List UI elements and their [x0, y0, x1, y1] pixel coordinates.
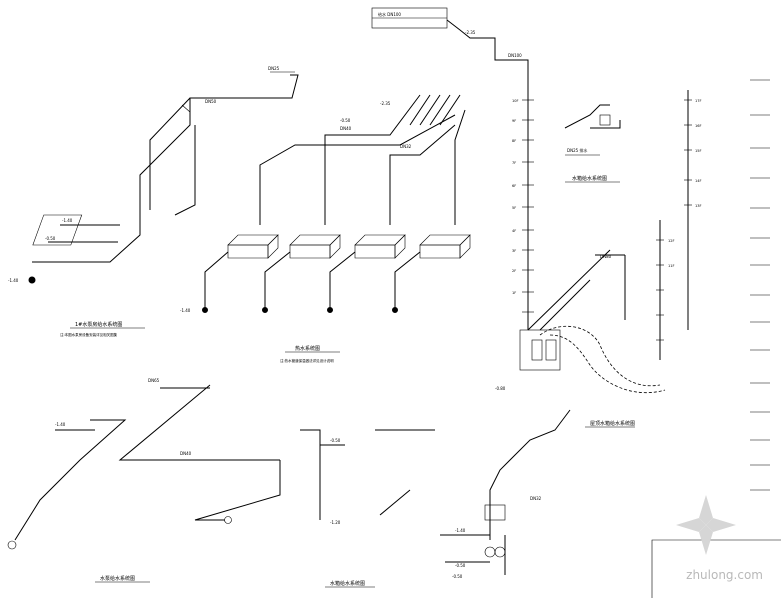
drainage-system: -1.40 -0.50 -0.50 DN32 [440, 409, 571, 579]
tank-supply-system: -0.50 -1.20 水箱给水系统图 [300, 429, 435, 588]
tank-detail: DN25 排水 水箱给水系统图 [564, 104, 621, 183]
svg-text:8F: 8F [512, 139, 516, 143]
svg-text:11F: 11F [668, 264, 674, 268]
svg-text:2F: 2F [512, 269, 516, 273]
elev-label: -0.50 [45, 236, 56, 241]
pump-supply-system: DN65 -1.40 DN40 水泵给水系统图 [7, 378, 281, 583]
elev-label: -1.40 [62, 218, 73, 223]
pipe-label: DN32 [530, 496, 542, 501]
pipe-label: DN32 [400, 144, 412, 149]
svg-text:5F: 5F [512, 206, 516, 210]
caption: 水箱给水系统图 [330, 580, 365, 587]
pipe-label: DN40 [180, 451, 192, 456]
elev-label: -1.40 [8, 278, 19, 283]
elev-label: -0.50 [452, 574, 463, 579]
svg-text:4F: 4F [512, 229, 516, 233]
tank-4 [394, 234, 471, 308]
elev-label: -0.80 [495, 386, 506, 391]
tank-2 [264, 234, 341, 308]
svg-text:17F: 17F [695, 99, 701, 103]
svg-text:15F: 15F [695, 149, 701, 153]
caption: 水泵给水系统图 [100, 575, 135, 582]
elev-label: -1.40 [455, 528, 466, 533]
svg-text:注:本图水泵房设备安装详见相关图集: 注:本图水泵房设备安装详见相关图集 [60, 332, 118, 337]
svg-text:1F: 1F [512, 291, 516, 295]
svg-text:注:热水管道保温做法详见设计说明: 注:热水管道保温做法详见设计说明 [280, 358, 334, 363]
elev-label: -0.50 [330, 438, 341, 443]
zhulong-logo-icon [676, 495, 736, 555]
elev-label: -0.50 [455, 563, 466, 568]
svg-text:10F: 10F [512, 99, 518, 103]
elev-label: -0.50 [340, 118, 351, 123]
main-riser: 10F 9F 8F 7F 6F 5F 4F 3F 2F 1F -0.80 DN8… [495, 99, 626, 391]
tank-3 [329, 234, 406, 308]
svg-text:3F: 3F [512, 249, 516, 253]
svg-text:7F: 7F [512, 161, 516, 165]
svg-text:12F: 12F [668, 239, 674, 243]
svg-text:给水 DN100: 给水 DN100 [378, 11, 401, 17]
caption: 屋顶水箱给水系统图 [590, 420, 635, 427]
caption: 水箱给水系统图 [572, 175, 607, 182]
svg-text:16F: 16F [695, 124, 701, 128]
caption: 热水系统图 [295, 345, 320, 352]
elev-label: -2.35 [380, 101, 391, 106]
svg-text:13F: 13F [695, 204, 701, 208]
pipe-label: DN80 [600, 254, 612, 259]
right-risers: 17F 16F 15F 14F 13F 12F 11F 屋顶水箱给水系统图 [539, 90, 701, 428]
pipe-label: DN100 [508, 53, 522, 58]
pipe-label: DN40 [340, 126, 352, 131]
elev-label: -1.40 [55, 422, 66, 427]
watermark-text: zhulong.com [686, 568, 763, 582]
elev-label: -1.40 [180, 308, 191, 313]
elev-label: -1.20 [330, 520, 341, 525]
elev-label: -2.35 [465, 30, 476, 35]
svg-text:DN25 排水: DN25 排水 [567, 147, 587, 153]
svg-text:14F: 14F [695, 179, 701, 183]
pipe-label: DN50 [205, 99, 217, 104]
tank-1 [204, 234, 279, 308]
heat-system: -2.35 -0.50 DN40 DN32 [180, 94, 471, 363]
svg-text:9F: 9F [512, 119, 516, 123]
meter-box: 给水 DN100 -2.35 DN100 [371, 7, 529, 330]
caption: 1#水泵房给水系统图 [75, 321, 122, 328]
svg-text:6F: 6F [512, 184, 516, 188]
pipe-label: DN65 [148, 378, 160, 383]
pump-room-system: DN25 DN50 -1.40 -0.50 -1.40 1#水泵房给水系统图 注… [8, 66, 299, 337]
pump-label: DN25 [268, 66, 280, 71]
elevation-column [651, 79, 781, 598]
